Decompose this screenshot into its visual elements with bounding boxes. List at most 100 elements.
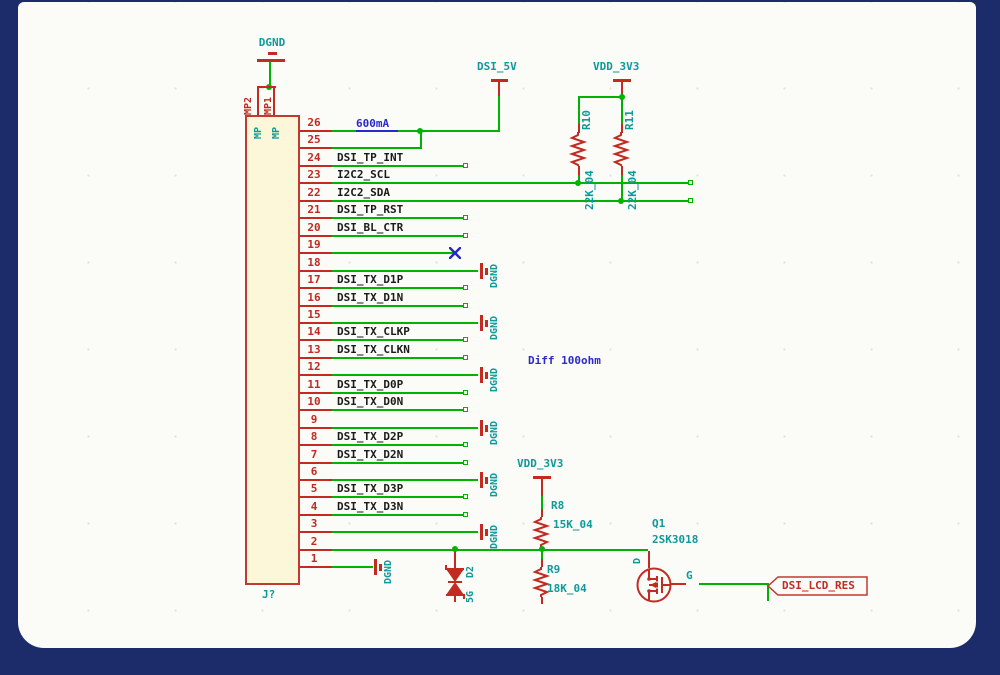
wire-end-square — [463, 407, 468, 412]
wire-segment — [541, 496, 543, 509]
gnd-symbol-bar — [480, 315, 483, 331]
wire-end-square — [463, 215, 468, 220]
hier-label-text[interactable]: DSI_LCD_RES — [782, 579, 855, 592]
annotation-underline — [356, 130, 398, 132]
pin-name-mp-right: MP — [271, 126, 282, 139]
wire-segment — [332, 427, 478, 429]
pin-stub — [300, 514, 332, 516]
pin-name-label[interactable]: I2C2_SCL — [337, 168, 390, 181]
wire-end-square — [463, 233, 468, 238]
wire-segment — [332, 200, 690, 202]
pin-stub — [257, 86, 276, 88]
resistor-r8-value: 15K_04 — [553, 518, 593, 531]
pin-name-label[interactable]: DSI_TX_D0P — [337, 378, 404, 391]
wire-segment — [269, 62, 271, 87]
power-label-dgnd-top[interactable]: DGND — [258, 36, 286, 49]
pin-name-label[interactable]: DSI_TX_D1P — [337, 273, 404, 286]
pin-number: 4 — [310, 500, 318, 513]
pin-number: 18 — [307, 256, 321, 269]
wire-end-square — [463, 337, 468, 342]
diode-d2-tvs[interactable] — [442, 564, 468, 602]
pin-number: 1 — [310, 552, 318, 565]
pin-stub-drain — [648, 551, 650, 568]
gnd-label: DGND — [489, 367, 500, 392]
resistor-r10-ref: R10 — [580, 110, 593, 130]
pin-number: 17 — [307, 273, 321, 286]
gnd-symbol-dash — [268, 52, 277, 55]
wire-segment — [541, 551, 543, 559]
wire-segment — [332, 409, 465, 411]
pin-stub — [300, 200, 332, 202]
junction-dot — [452, 546, 458, 552]
wire-segment — [578, 175, 580, 184]
wire-segment — [420, 132, 422, 149]
resistor-r10[interactable] — [568, 132, 588, 166]
power-bar — [533, 476, 551, 479]
wire-end-square — [688, 180, 693, 185]
wire-segment — [332, 252, 455, 254]
pin-name-label[interactable]: DSI_TX_D3N — [337, 500, 404, 513]
hier-label-outline[interactable] — [766, 576, 869, 598]
resistor-lead — [621, 124, 623, 133]
pin-name-label[interactable]: DSI_BL_CTR — [337, 221, 404, 234]
pin-name-label[interactable]: DSI_TP_INT — [337, 151, 404, 164]
pin-number: 26 — [307, 116, 321, 129]
wire-segment — [332, 374, 478, 376]
resistor-lead — [578, 124, 580, 133]
resistor-r9-value: 18K_04 — [547, 582, 587, 595]
pin-number: 3 — [310, 517, 318, 530]
power-label-dsi5v[interactable]: DSI_5V — [477, 60, 517, 73]
pin-name-label[interactable]: DSI_TX_D2N — [337, 448, 404, 461]
pin-stub — [300, 549, 332, 551]
connector-body[interactable] — [245, 115, 300, 585]
pin-number: 20 — [307, 221, 321, 234]
pin-name-label[interactable]: DSI_TX_D0N — [337, 395, 404, 408]
transistor-q1-value: 2SK3018 — [652, 533, 699, 546]
pin-stub — [300, 479, 332, 481]
power-label-vdd3v3-top[interactable]: VDD_3V3 — [593, 60, 640, 73]
pin-name-label[interactable]: DSI_TP_RST — [337, 203, 404, 216]
resistor-r11[interactable] — [611, 132, 631, 166]
pin-number: 10 — [307, 395, 321, 408]
wire-segment — [332, 444, 465, 446]
resistor-lead — [541, 597, 543, 604]
pin-stub — [300, 287, 332, 289]
wire-end-square — [463, 303, 468, 308]
pin-name-label[interactable]: DSI_TX_CLKN — [337, 343, 410, 356]
pin-number: 11 — [307, 378, 321, 391]
wire-segment — [332, 566, 373, 568]
wire-segment — [621, 98, 623, 124]
resistor-r9-ref: R9 — [547, 563, 561, 576]
gnd-symbol-bar — [480, 263, 483, 279]
wire-segment — [332, 147, 420, 149]
wire-end-square — [463, 494, 468, 499]
pin-stub — [498, 82, 500, 96]
gnd-symbol-bar — [480, 367, 483, 383]
pin-name-label[interactable]: DSI_TX_D2P — [337, 430, 404, 443]
pin-name-label[interactable]: DSI_TX_D1N — [337, 291, 404, 304]
gnd-symbol-bar — [374, 559, 377, 575]
pin-stub — [300, 462, 332, 464]
wire-end-square — [463, 460, 468, 465]
pin-name-label[interactable]: DSI_TX_CLKP — [337, 325, 410, 338]
resistor-r9[interactable] — [531, 567, 551, 597]
gnd-symbol-dash — [485, 268, 488, 275]
junction-dot — [417, 128, 423, 134]
junction-dot — [618, 198, 624, 204]
pin-stub — [300, 392, 332, 394]
resistor-r8[interactable] — [531, 517, 551, 547]
pin-stub — [300, 322, 332, 324]
pin-name-mp-left: MP — [253, 126, 264, 139]
power-label-vdd3v3-mid[interactable]: VDD_3V3 — [517, 457, 564, 470]
transistor-q1-symbol[interactable] — [634, 565, 674, 605]
pin-name-label[interactable]: DSI_TX_D3P — [337, 482, 404, 495]
connector-reference[interactable]: J? — [262, 588, 276, 601]
gnd-label: DGND — [489, 315, 500, 340]
pin-stub — [300, 427, 332, 429]
pin-stub — [300, 235, 332, 237]
pin-name-label[interactable]: I2C2_SDA — [337, 186, 390, 199]
diode-d2-value: 5G — [465, 590, 476, 603]
junction-dot — [575, 180, 581, 186]
resistor-r11-value: 22K_04 — [626, 170, 639, 210]
pin-stub-gate — [671, 583, 686, 585]
